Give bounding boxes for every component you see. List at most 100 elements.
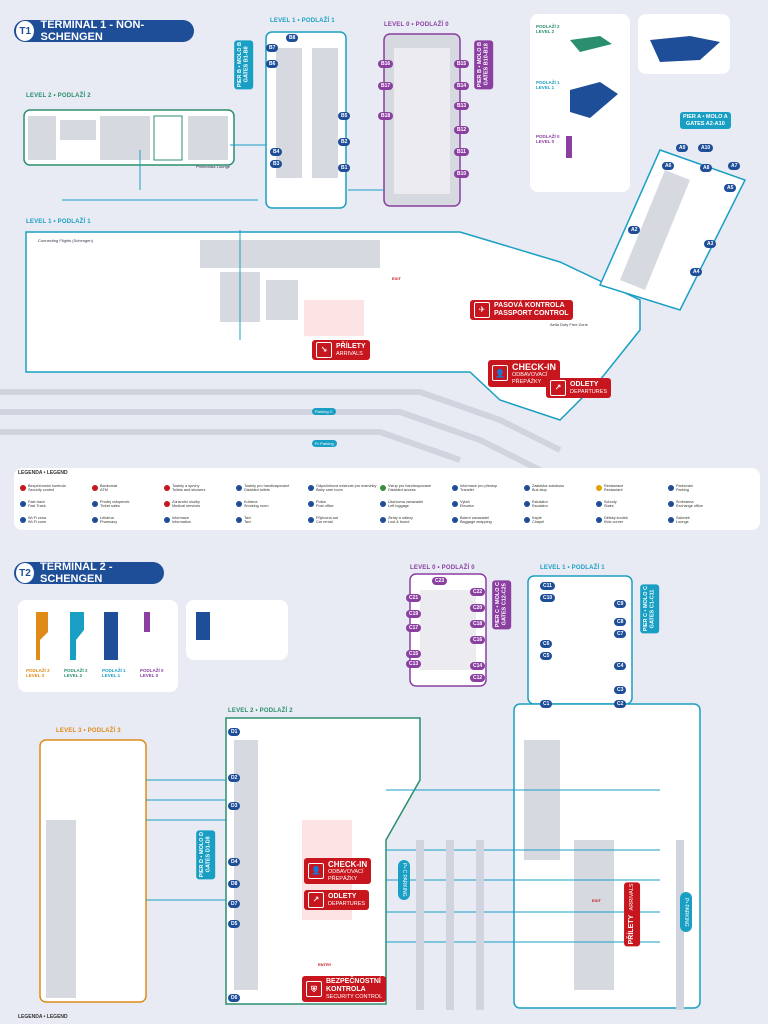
legend-label: Odpočinková místnost pro maminky Baby ca… <box>316 484 377 492</box>
t1-parking-main[interactable]: P• Parking <box>312 440 337 447</box>
gate-c20[interactable]: C20 <box>470 604 486 612</box>
gate-c5[interactable]: C5 <box>540 652 553 660</box>
gate-b2[interactable]: B2 <box>338 138 351 146</box>
gate-d5[interactable]: D5 <box>228 920 241 928</box>
gate-c22[interactable]: C22 <box>470 588 486 596</box>
gate-b11[interactable]: B11 <box>454 148 469 156</box>
legend-label: Eskalátor Escalator <box>532 500 548 508</box>
gate-b14[interactable]: B14 <box>454 82 470 90</box>
gate-b4[interactable]: B4 <box>270 148 283 156</box>
gate-a3[interactable]: A3 <box>704 240 717 248</box>
gate-d1[interactable]: D1 <box>228 728 241 736</box>
legend-label: Bezpečnostní kontrola Security control <box>28 484 66 492</box>
gate-d6[interactable]: D6 <box>228 994 241 1002</box>
gate-c2[interactable]: C2 <box>614 700 627 708</box>
gate-a9[interactable]: A9 <box>676 144 689 152</box>
gate-c6[interactable]: C6 <box>540 640 553 648</box>
t1-tag: T1 <box>16 21 35 41</box>
gate-b6[interactable]: B6 <box>266 60 279 68</box>
t2-departures-sub: DEPARTURES <box>328 900 366 907</box>
gate-a5[interactable]: A5 <box>724 184 737 192</box>
t1-departures-sub: DEPARTURES <box>570 388 608 395</box>
legend-item: Schody Stairs <box>596 500 617 508</box>
gate-c4[interactable]: C4 <box>614 662 627 670</box>
gate-c11[interactable]: C11 <box>540 582 555 590</box>
gate-c10[interactable]: C10 <box>540 594 556 602</box>
legend-label: Balení zavazadel Baggage wrapping <box>460 516 492 524</box>
gate-c23[interactable]: C23 <box>432 577 448 585</box>
gate-c15[interactable]: C15 <box>406 650 422 658</box>
gate-b17[interactable]: B17 <box>378 82 394 90</box>
legend-icon <box>380 501 386 507</box>
t1-title: TERMINAL 1 - NON-SCHENGEN <box>40 19 145 43</box>
t1-pierb-l0-label: LEVEL 0 • PODLAŽÍ 0 <box>384 22 449 28</box>
gate-d8[interactable]: D8 <box>228 880 241 888</box>
t2-checkin-label: CHECK-IN <box>328 860 368 869</box>
legend-item: Odpočinková místnost pro maminky Baby ca… <box>308 484 376 492</box>
gate-b5[interactable]: B5 <box>338 112 351 120</box>
t2-parking-main[interactable]: P• PARKING <box>680 892 692 932</box>
legend-label: Směnárna Exchange office <box>676 500 703 508</box>
t1-exit-label: EXIT <box>392 276 401 281</box>
gate-d7[interactable]: D7 <box>228 900 241 908</box>
t2-pierc-level0 <box>409 573 487 687</box>
gate-c19[interactable]: C19 <box>406 610 422 618</box>
gate-b10[interactable]: B10 <box>454 170 470 178</box>
legend-item: Parkování Parking <box>668 484 693 492</box>
t2-level3 <box>39 739 147 1003</box>
t2-parking-c[interactable]: P• C PARKING <box>398 860 410 900</box>
gate-c21[interactable]: C21 <box>406 594 422 602</box>
gate-c18[interactable]: C18 <box>470 620 486 628</box>
t2-pierd-tag: PIER D • MOLO D GATES D1-D8 <box>196 830 216 880</box>
legend-icon <box>164 501 170 507</box>
legend-icon <box>92 485 98 491</box>
t1-parking-c[interactable]: Parking C <box>312 408 336 415</box>
t1-passport-control-sign: ✈ PASOVÁ KONTROLA PASSPORT CONTROL <box>470 300 573 321</box>
gate-c7[interactable]: C7 <box>614 630 627 638</box>
gate-d3[interactable]: D3 <box>228 802 241 810</box>
legend-icon <box>308 501 314 507</box>
gate-c1[interactable]: C1 <box>540 700 553 708</box>
legend-icon <box>20 501 26 507</box>
gate-c3[interactable]: C3 <box>614 686 627 694</box>
gate-a8[interactable]: A8 <box>700 164 713 172</box>
gate-a2[interactable]: A2 <box>628 226 641 234</box>
legend-label: Výtah Elevator <box>460 500 474 508</box>
gate-b3[interactable]: B3 <box>270 160 283 168</box>
t2-exit-label: EXIT <box>592 898 601 903</box>
gate-b12[interactable]: B12 <box>454 126 470 134</box>
t2-entry-label: ENTRY <box>318 962 332 967</box>
legend-label: Toalety pro handicapované Disabled toile… <box>244 484 290 492</box>
legend-label: Prodej vstupenek Ticket sales <box>100 500 130 508</box>
gate-c17[interactable]: C17 <box>406 624 422 632</box>
legend-item: Zastávka autobusu Bus stop <box>524 484 564 492</box>
gate-c14[interactable]: C14 <box>470 662 486 670</box>
legend-label: Wi-Fi zóna Wi-Fi zone <box>28 516 47 524</box>
t1-title-banner: T1 TERMINAL 1 - NON-SCHENGEN <box>14 19 194 43</box>
gate-b16[interactable]: B16 <box>378 60 394 68</box>
gate-c12[interactable]: C12 <box>470 674 486 682</box>
gate-a6[interactable]: A6 <box>662 162 675 170</box>
gate-a10[interactable]: A10 <box>698 144 714 152</box>
gate-b7[interactable]: B7 <box>266 44 279 52</box>
gate-b15[interactable]: B15 <box>454 60 470 68</box>
gate-d2[interactable]: D2 <box>228 774 241 782</box>
t1-walkways <box>62 144 384 340</box>
gate-b1[interactable]: B1 <box>338 164 351 172</box>
gate-c8[interactable]: C8 <box>614 618 627 626</box>
legend-icon <box>92 517 98 523</box>
legend-item: Bankomat ATM <box>92 484 117 492</box>
gate-c16[interactable]: C16 <box>470 636 486 644</box>
gate-a7[interactable]: A7 <box>728 162 741 170</box>
legend-icon <box>308 485 314 491</box>
gate-b13[interactable]: B13 <box>454 102 470 110</box>
t2-departures-icon: ↗ <box>308 892 324 908</box>
gate-c9[interactable]: C9 <box>614 600 627 608</box>
gate-c13[interactable]: C13 <box>406 660 422 668</box>
gate-b8[interactable]: B8 <box>286 34 299 42</box>
gate-b18[interactable]: B18 <box>378 112 394 120</box>
gate-d4[interactable]: D4 <box>228 858 241 866</box>
gate-a4[interactable]: A4 <box>690 268 703 276</box>
legend-item: Salónek Lounge <box>668 516 690 524</box>
